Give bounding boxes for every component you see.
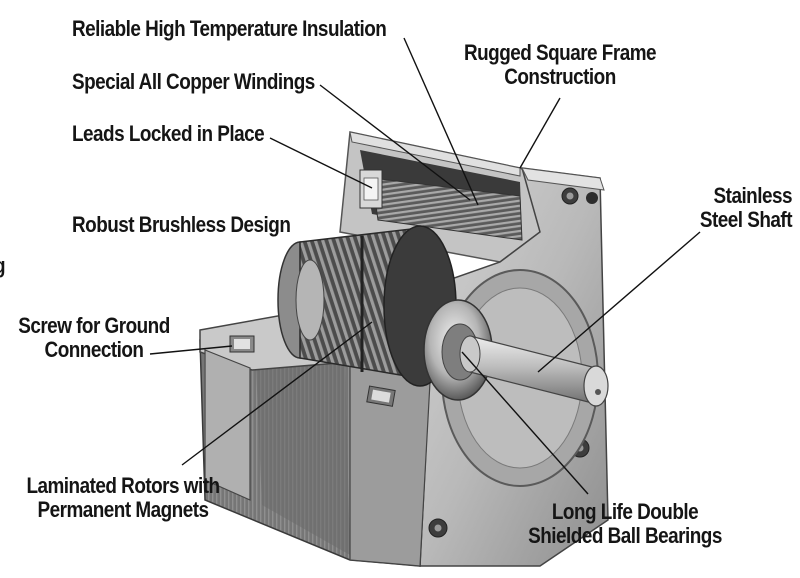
label-windings: Special All Copper Windings	[72, 69, 315, 94]
label-bearings-line1: Long Life Double	[551, 499, 699, 524]
leader-frame	[519, 97, 561, 169]
label-bearings-line2: Shielded Ball Bearings	[528, 523, 722, 548]
label-brushless: Robust Brushless Design	[72, 212, 291, 237]
label-shaft: Stainless Steel Shaft	[663, 183, 793, 232]
label-shaft-line1: Stainless	[713, 183, 793, 208]
leader-leads	[269, 137, 373, 189]
leader-lines	[149, 37, 701, 495]
copper-windings	[359, 169, 523, 241]
label-rotors-line1: Laminated Rotors with	[26, 473, 220, 498]
label-rotors-line2: Permanent Magnets	[37, 497, 209, 522]
label-leads: Leads Locked in Place	[72, 121, 265, 146]
label-screw-line1: Screw for Ground	[18, 313, 170, 338]
label-insulation: Reliable High Temperature Insulation	[72, 16, 387, 41]
leader-rotors	[181, 321, 373, 466]
leader-shaft	[537, 231, 701, 373]
label-screw-line2: Connection	[44, 337, 144, 362]
label-screw: Screw for Ground Connection	[17, 314, 172, 362]
label-bearings: Long Life Double Shielded Ball Bearings	[518, 500, 733, 548]
label-edge-fragment: g	[0, 254, 6, 278]
label-frame-line1: Rugged Square Frame	[463, 40, 657, 65]
label-shaft-line2: Steel Shaft	[699, 207, 793, 232]
leader-screw	[149, 345, 233, 355]
leader-insulation	[403, 37, 479, 206]
leader-windings	[319, 84, 471, 201]
label-rotors: Laminated Rotors with Permanent Magnets	[24, 474, 222, 522]
label-frame-line2: Construction	[504, 64, 616, 89]
leader-bearings	[461, 351, 589, 495]
label-frame: Rugged Square Frame Construction	[457, 41, 663, 89]
